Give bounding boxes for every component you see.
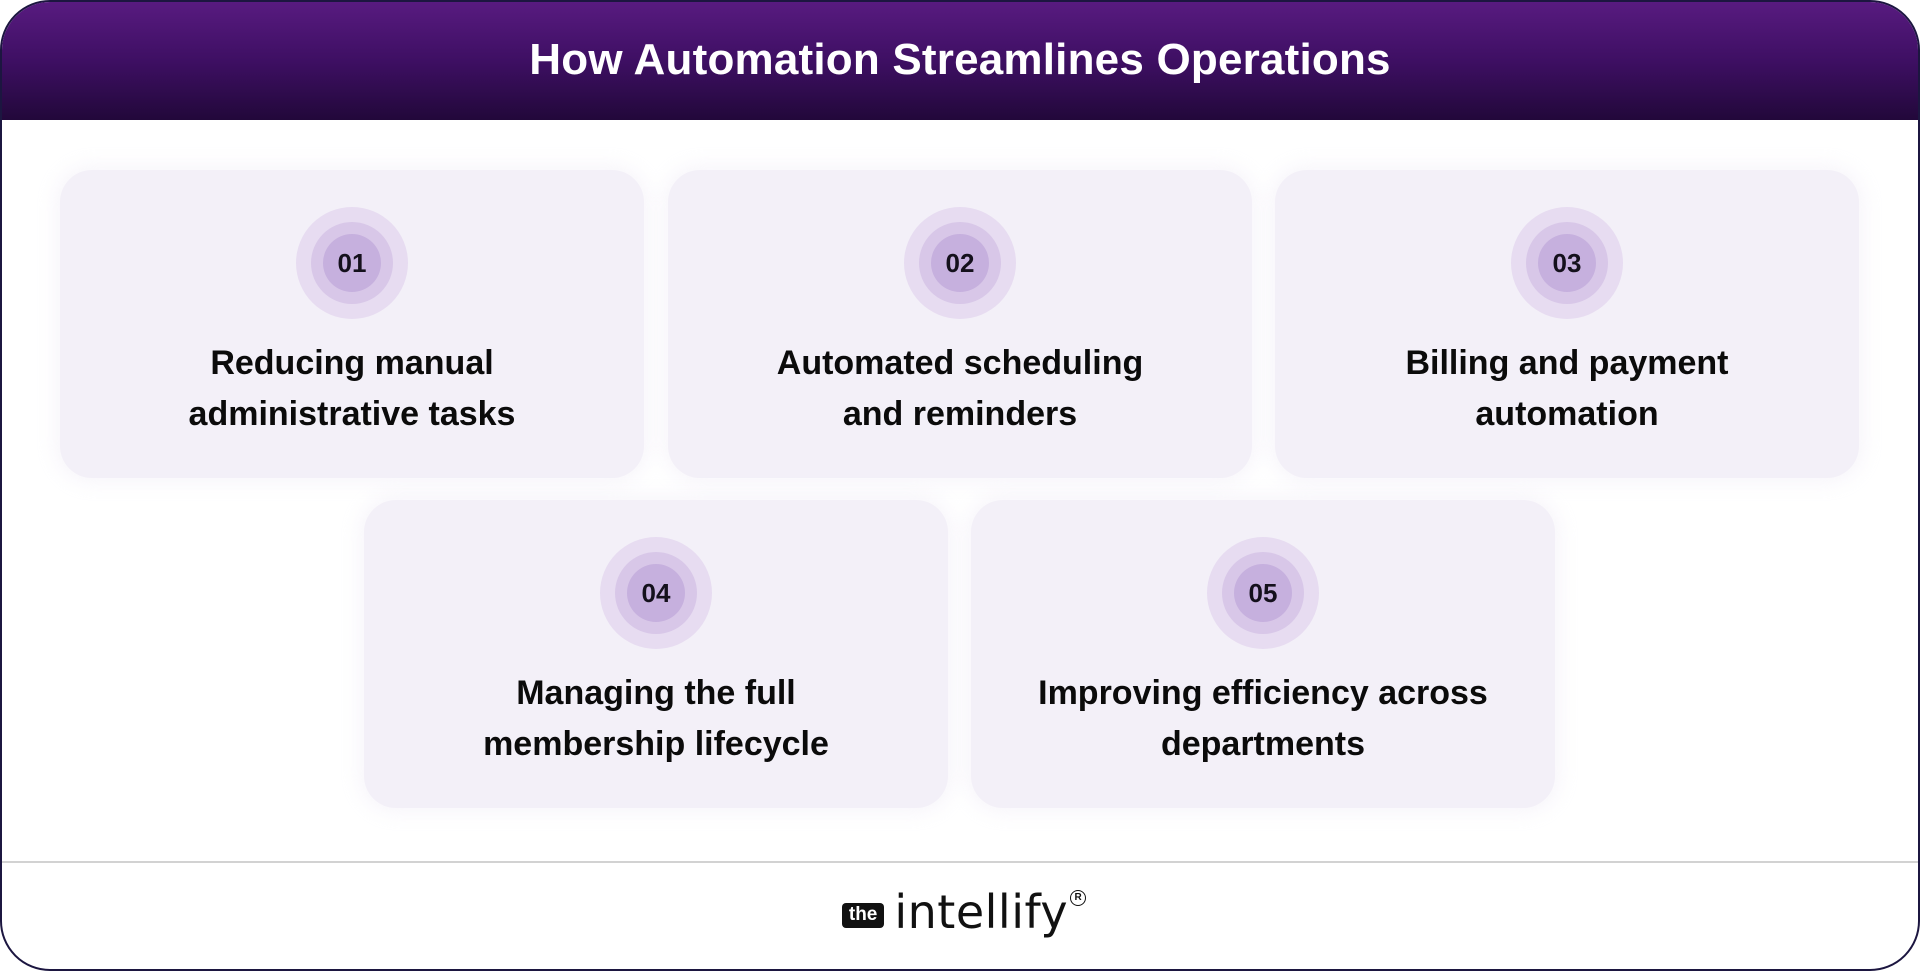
registered-mark-icon: R xyxy=(1070,890,1087,906)
step-label: Managing the full membership lifecycle xyxy=(364,668,948,770)
step-label: Reducing manual administrative tasks xyxy=(60,338,644,440)
step-label-line-2: departments xyxy=(1160,725,1366,763)
step-number: 01 xyxy=(337,247,367,278)
step-label-line-2: membership lifecycle xyxy=(483,725,829,763)
step-number: 03 xyxy=(1552,247,1582,278)
step-label: Billing and payment automation xyxy=(1275,338,1859,440)
page-title: How Automation Streamlines Operations xyxy=(529,35,1391,84)
step-card-5: 05 Improving efficiency across departmen… xyxy=(971,500,1555,808)
step-label-line-2: automation xyxy=(1475,395,1659,433)
step-label-line-1: Managing the full xyxy=(516,674,796,712)
step-number-badge: 04 xyxy=(600,537,712,649)
step-number-badge: 05 xyxy=(1207,537,1319,649)
step-number: 02 xyxy=(945,247,975,278)
brand-logo: the intellify R xyxy=(2,886,1918,938)
logo-wordmark: intellify xyxy=(894,885,1069,939)
step-card-1: 01 Reducing manual administrative tasks xyxy=(60,170,644,478)
step-label: Automated scheduling and reminders xyxy=(668,338,1252,440)
step-number-badge: 01 xyxy=(296,207,408,319)
step-number-badge: 02 xyxy=(904,207,1016,319)
step-label-line-1: Reducing manual xyxy=(210,344,494,382)
step-card-3: 03 Billing and payment automation xyxy=(1275,170,1859,478)
step-label-line-2: and reminders xyxy=(842,395,1078,433)
step-number: 04 xyxy=(641,577,671,608)
step-label-line-2: administrative tasks xyxy=(188,395,516,433)
step-label-line-1: Improving efficiency across xyxy=(1038,674,1488,712)
logo-prefix: the xyxy=(841,903,885,928)
step-label-line-1: Billing and payment xyxy=(1405,344,1729,382)
step-number: 05 xyxy=(1248,577,1278,608)
step-card-2: 02 Automated scheduling and reminders xyxy=(668,170,1252,478)
step-label-line-1: Automated scheduling xyxy=(776,344,1144,382)
step-card-4: 04 Managing the full membership lifecycl… xyxy=(364,500,948,808)
step-label: Improving efficiency across departments xyxy=(971,668,1555,770)
header-banner: How Automation Streamlines Operations xyxy=(2,2,1918,120)
footer-divider xyxy=(2,861,1918,863)
step-number-badge: 03 xyxy=(1511,207,1623,319)
